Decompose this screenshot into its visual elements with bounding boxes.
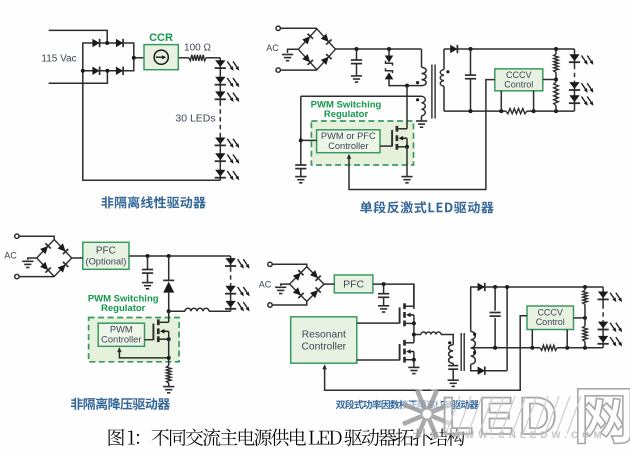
svg-text:115 Vac: 115 Vac (41, 54, 76, 65)
svg-text:Regulator: Regulator (101, 303, 146, 314)
svg-text:CCCV: CCCV (537, 307, 563, 317)
svg-text:AC: AC (259, 280, 272, 290)
svg-text:AC: AC (266, 43, 279, 53)
svg-text:CCR: CCR (149, 32, 173, 44)
svg-text:LED: LED (441, 387, 562, 446)
svg-text:PWM or PFC: PWM or PFC (321, 131, 376, 141)
svg-text:WWW.CNLEDW.COM: WWW.CNLEDW.COM (452, 430, 606, 441)
svg-text:Regulator: Regulator (324, 109, 369, 120)
svg-text:CCCV: CCCV (506, 70, 532, 80)
svg-text:30 LEDs: 30 LEDs (175, 113, 215, 125)
svg-text:PWM Switching: PWM Switching (88, 294, 159, 305)
svg-text:100 Ω: 100 Ω (184, 43, 211, 54)
svg-text:Control: Control (504, 79, 533, 89)
svg-text:(Optional): (Optional) (85, 257, 126, 267)
svg-text:PWM: PWM (110, 325, 133, 335)
svg-text:Control: Control (536, 317, 565, 327)
svg-text:Resonant: Resonant (302, 329, 346, 340)
svg-text:AC: AC (4, 251, 17, 261)
svg-text:Controller: Controller (101, 335, 141, 345)
svg-text:PFC: PFC (96, 246, 116, 257)
svg-text:Controller: Controller (301, 341, 346, 352)
svg-text:Controller: Controller (328, 141, 368, 151)
svg-text:PWM Switching: PWM Switching (311, 100, 382, 111)
svg-text:PFC: PFC (343, 279, 364, 291)
